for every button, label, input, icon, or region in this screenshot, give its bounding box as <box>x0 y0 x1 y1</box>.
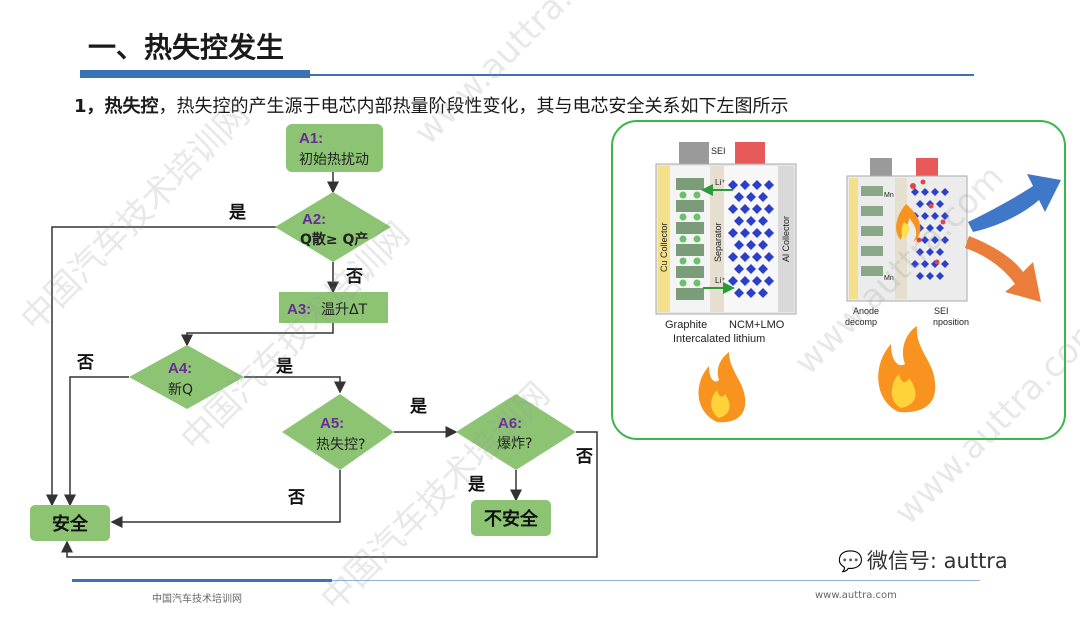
sei-top-label: SEI <box>711 146 726 156</box>
node-a5-text: 热失控? <box>316 437 365 453</box>
subtitle: 1，热失控，热失控的产生源于电芯内部热量阶段性变化，其与电芯安全关系如下左图所示 <box>74 92 789 118</box>
node-a6-text: 爆炸? <box>497 436 532 452</box>
battery-diagram-panel: SEI Li⁺ Li⁺ Cu Collector Separator Al Co… <box>611 120 1066 440</box>
label-a6-yes: 是 <box>468 475 485 495</box>
node-unsafe-text: 不安全 <box>484 508 539 530</box>
node-a3: A3: 温升ΔT <box>279 292 388 323</box>
orange-arrow <box>965 236 1041 302</box>
title-underline-thin <box>310 74 974 76</box>
al-collector-bar <box>778 166 794 312</box>
mn-bottom-label: Mn <box>884 275 894 282</box>
node-a2-id: A2: <box>302 211 326 228</box>
decomp-label: decomp <box>845 317 877 327</box>
node-a4-text: 新Q <box>168 382 193 398</box>
node-a4: A4: 新Q <box>129 345 244 409</box>
label-a5-no: 否 <box>287 488 305 508</box>
node-a5-id: A5: <box>320 415 344 432</box>
blue-arrow <box>968 174 1061 232</box>
separator-bar <box>710 166 724 312</box>
title-underline-thick <box>80 70 310 78</box>
sei-right-label: SEI <box>934 306 949 316</box>
intercalated-label: Intercalated lithium <box>673 333 765 345</box>
node-a5: A5: 热失控? <box>282 394 394 470</box>
battery-diagram: SEI Li⁺ Li⁺ Cu Collector Separator Al Co… <box>655 142 1061 423</box>
wechat-id: 💬微信号: auttra <box>838 545 1008 575</box>
flame-icon <box>878 326 936 413</box>
label-a5-yes: 是 <box>410 397 427 417</box>
label-a4-yes: 是 <box>276 357 293 377</box>
nposition-label: nposition <box>933 317 969 327</box>
footer-rule <box>72 579 980 582</box>
graphite-label: Graphite <box>665 319 707 331</box>
node-a1-id: A1: <box>299 130 323 147</box>
node-unsafe: 不安全 <box>471 500 551 536</box>
flow-connectors <box>46 172 598 558</box>
mn-top-label: Mn <box>884 192 894 199</box>
node-a2: A2: Q散≥ Q产 <box>275 192 391 262</box>
node-a3-text: 温升ΔT <box>321 302 368 318</box>
al-collector-label: Al Collector <box>781 216 791 262</box>
li-top-label: Li⁺ <box>715 178 725 187</box>
label-a4-no: 否 <box>76 353 94 373</box>
footer-left: 中国汽车技术培训网 <box>152 594 242 605</box>
node-a4-id: A4: <box>168 360 192 377</box>
subtitle-prefix: 1， <box>74 96 105 117</box>
normal-cell: SEI Li⁺ Li⁺ Cu Collector Separator Al Co… <box>655 142 797 345</box>
node-a1: A1: 初始热扰动 <box>286 124 383 172</box>
li-bottom-label: Li⁺ <box>715 276 725 285</box>
page-title: 一、热失控发生 <box>88 31 285 64</box>
node-a6: A6: 爆炸? <box>456 394 576 470</box>
label-a2-yes: 是 <box>229 203 246 223</box>
cathode-crystals <box>728 180 774 298</box>
node-a1-text: 初始热扰动 <box>299 151 369 168</box>
separator-label: Separator <box>713 222 723 262</box>
cu-collector-label: Cu Collector <box>659 222 669 272</box>
node-safe: 安全 <box>30 505 110 541</box>
subtitle-rest: ，热失控的产生源于电芯内部热量阶段性变化，其与电芯安全关系如下左图所示 <box>158 96 789 117</box>
footer-right: www.auttra.com <box>815 590 897 601</box>
subtitle-bold: 热失控 <box>104 96 159 117</box>
flowchart: A1: 初始热扰动 A2: Q散≥ Q产 A3: 温升ΔT A4: 新Q A5:… <box>30 124 598 558</box>
node-safe-text: 安全 <box>52 513 89 535</box>
failing-cell: Mn Mn Anode decomp SEI nposition <box>845 158 969 327</box>
wechat-text: 微信号: auttra <box>866 549 1008 573</box>
node-a6-id: A6: <box>498 415 522 432</box>
anode-label: Anode <box>853 306 879 316</box>
label-a6-no: 否 <box>575 447 593 467</box>
flame-icon <box>698 352 746 423</box>
wechat-icon: 💬 <box>838 549 863 573</box>
label-a2-no: 否 <box>345 267 363 287</box>
cu-collector-bar <box>658 166 670 312</box>
node-a3-id: A3: <box>287 301 311 318</box>
ncm-label: NCM+LMO <box>729 319 785 331</box>
node-a2-text: Q散≥ Q产 <box>300 231 368 248</box>
